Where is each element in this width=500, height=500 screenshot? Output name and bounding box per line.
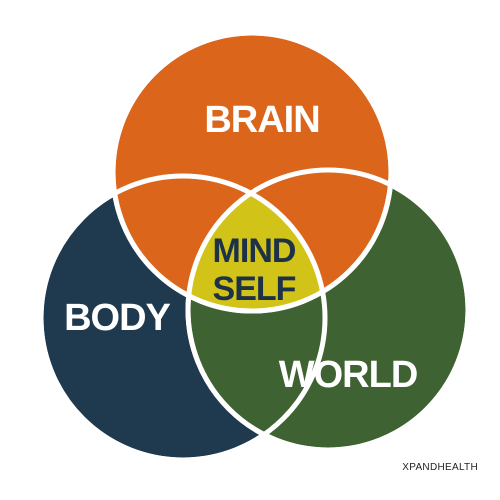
brain-outline [110, 30, 394, 314]
world-label: WORLD [279, 354, 418, 396]
body-outline [38, 173, 328, 463]
world-outline [185, 167, 471, 453]
center-label-line1: MIND [213, 232, 296, 270]
body-label: BODY [64, 297, 170, 339]
brain-label: BRAIN [204, 99, 319, 141]
mind-self-region [188, 176, 325, 311]
brand-wordmark: XPANDHEALTH [402, 462, 478, 473]
center-label-line2: SELF [213, 270, 296, 308]
